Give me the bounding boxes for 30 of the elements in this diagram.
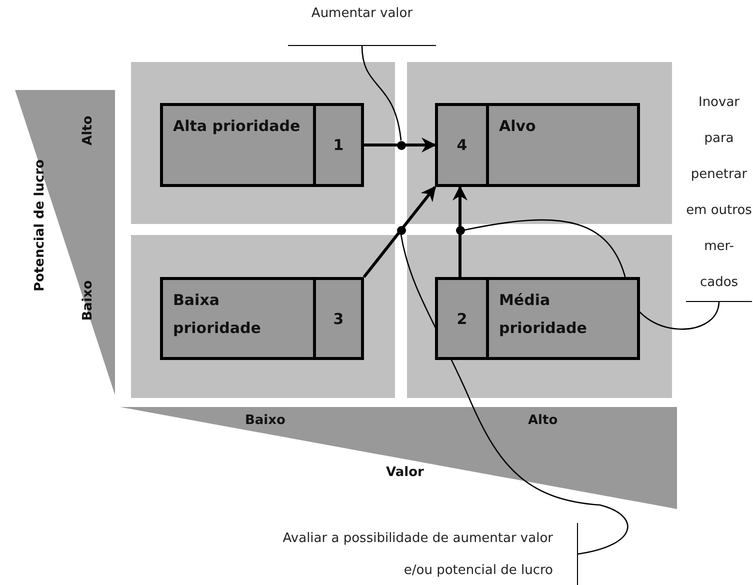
axis-label: Baixo <box>245 412 286 428</box>
matrix-box <box>435 103 640 187</box>
priority-label: Média prioridade <box>486 280 637 357</box>
axis-label: Alto <box>80 115 96 145</box>
axis-label: Alto <box>528 412 558 428</box>
callout-text: Avaliar a possibilidade de aumentar valor e/ou potencial de lucro <box>264 523 578 585</box>
quadrant-number: 3 <box>313 280 361 357</box>
quadrant-number: 2 <box>456 308 468 330</box>
quadrant-number: 1 <box>313 106 361 184</box>
quadrant-number: 4 <box>456 135 468 156</box>
callout-text: Inovar para penetrar em outros mer- cados <box>686 85 752 302</box>
axis-title: Valor <box>386 464 424 480</box>
axis-label: Baixo <box>80 280 96 320</box>
leader-line <box>361 46 402 141</box>
priority-label: Baixa prioridade <box>172 290 262 339</box>
matrix-box <box>160 103 364 187</box>
junction-dot <box>396 140 406 150</box>
matrix-box <box>435 277 640 360</box>
junction-dot <box>396 226 406 234</box>
priority-label: Alta prioridade <box>172 116 302 137</box>
arrow <box>364 138 436 152</box>
priority-label: Alvo <box>486 106 637 184</box>
junction-dot <box>456 226 464 234</box>
matrix-box <box>160 277 364 360</box>
arrow <box>452 186 468 277</box>
axis-title: Potencial de lucro <box>32 158 48 292</box>
leader-line <box>400 234 628 555</box>
arrow <box>362 186 436 278</box>
leader-line <box>464 219 720 330</box>
callout-text: Aumentar valor <box>288 0 436 46</box>
